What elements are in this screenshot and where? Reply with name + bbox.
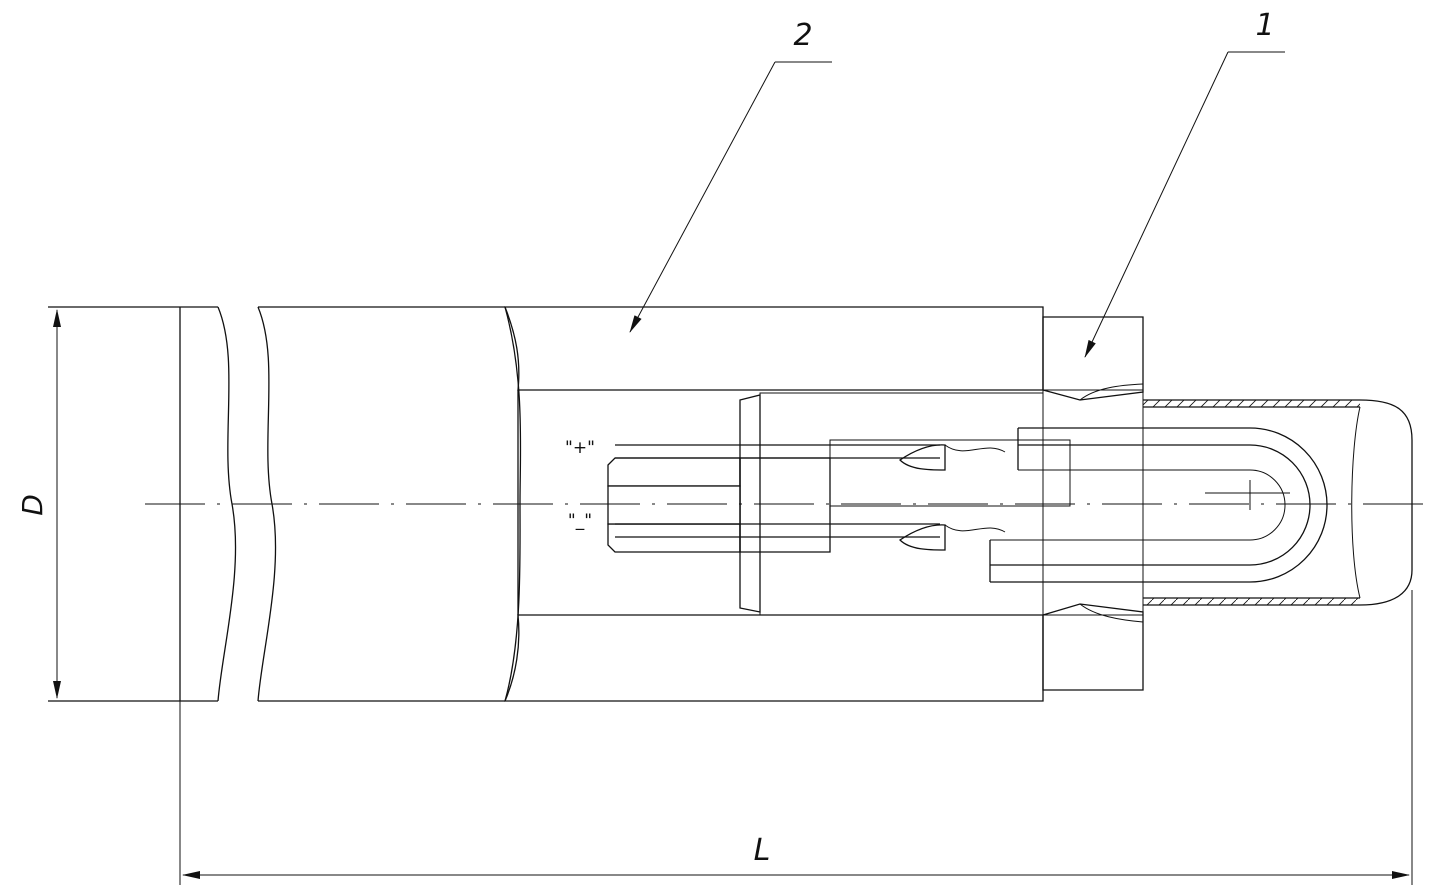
dimension-length: L xyxy=(179,590,1413,885)
dimension-label-d: D xyxy=(16,494,49,516)
callout-part-2: 2 xyxy=(629,18,832,333)
insulating-core xyxy=(607,457,831,553)
polarity-negative: "_" xyxy=(568,511,592,531)
dimension-diameter: D xyxy=(16,309,61,699)
protective-tube xyxy=(1143,399,1413,606)
conductors xyxy=(615,444,1006,551)
u-shaped-pin xyxy=(989,427,1328,583)
dimension-label-l: L xyxy=(754,833,771,868)
callout-part-1: 1 xyxy=(1084,8,1285,358)
polarity-positive: "+" xyxy=(565,438,595,458)
callout-label-1: 1 xyxy=(1255,8,1274,43)
callout-label-2: 2 xyxy=(793,18,812,53)
